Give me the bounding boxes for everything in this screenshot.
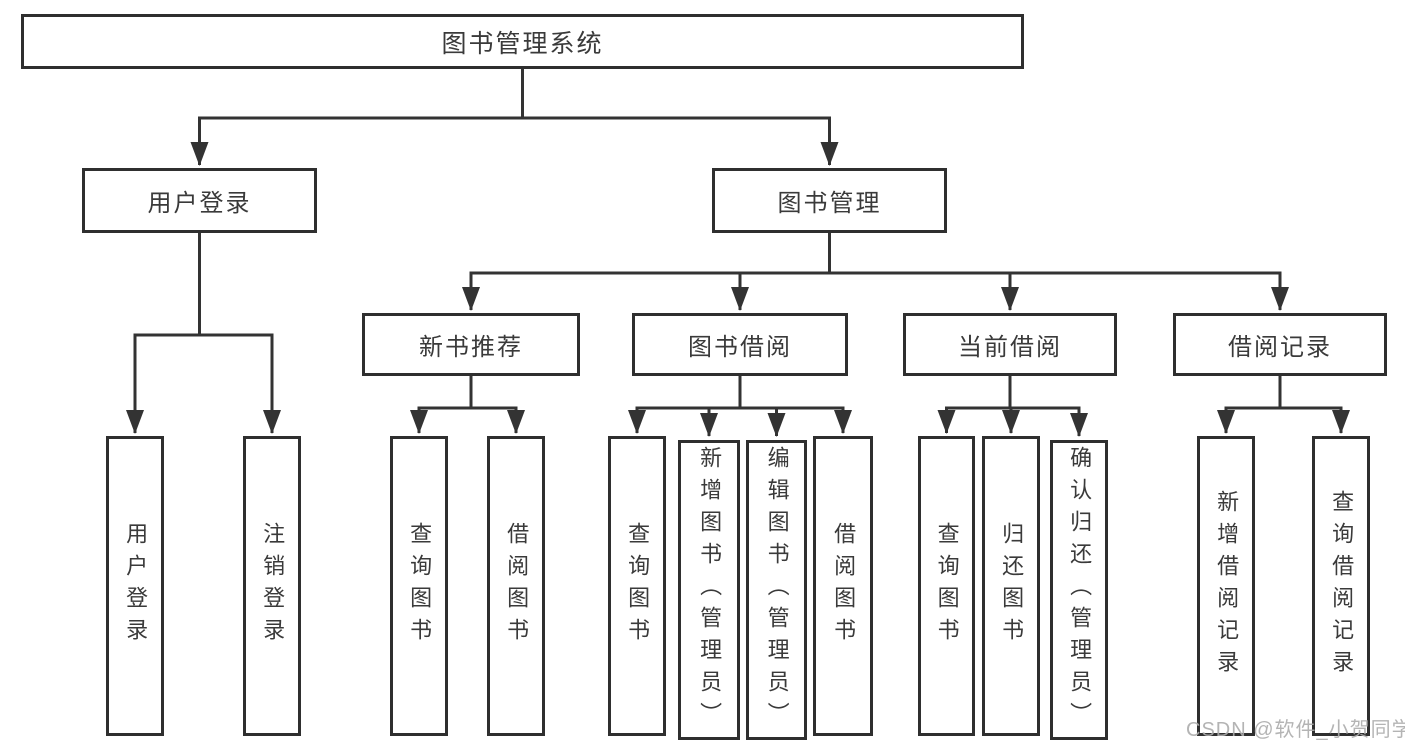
- csdn-watermark: CSDN @软件_小贺同学: [1186, 719, 1405, 741]
- node-user-login: 用户登录: [82, 168, 317, 233]
- node-leaf-label: 借阅图书: [504, 522, 530, 650]
- node-leaf-label: 查询图书: [625, 522, 651, 650]
- node-leaf-label: 用户登录: [123, 522, 149, 650]
- node-leaf-add-borrow-record: 新增借阅记录: [1197, 436, 1255, 736]
- node-leaf-return-book: 归还图书: [982, 436, 1040, 736]
- node-new-book-recommend: 新书推荐: [362, 313, 580, 376]
- node-leaf-label: 查询图书: [407, 522, 433, 650]
- node-leaf-borrow-books-2: 借阅图书: [813, 436, 873, 736]
- node-leaf-query-books-2: 查询图书: [608, 436, 666, 736]
- connector-arrows: [126, 118, 1350, 437]
- node-leaf-query-borrow-record: 查询借阅记录: [1312, 436, 1370, 736]
- node-book-borrow: 图书借阅: [632, 313, 848, 376]
- node-leaf-borrow-books-1: 借阅图书: [487, 436, 545, 736]
- node-leaf-logout: 注销登录: [243, 436, 301, 736]
- node-current-borrow: 当前借阅: [903, 313, 1117, 376]
- node-leaf-confirm-return-admin: 确认归还（管理员）: [1050, 440, 1108, 740]
- node-leaf-edit-book-admin: 编辑图书（管理员）: [746, 440, 807, 740]
- node-leaf-label: 注销登录: [260, 522, 286, 650]
- node-leaf-label: 编辑图书（管理员）: [764, 446, 790, 734]
- node-leaf-label: 新增图书（管理员）: [697, 446, 723, 734]
- node-leaf-query-books-3: 查询图书: [918, 436, 975, 736]
- node-leaf-label: 确认归还（管理员）: [1067, 446, 1093, 734]
- node-borrow-record: 借阅记录: [1173, 313, 1387, 376]
- node-leaf-label: 查询借阅记录: [1329, 490, 1355, 682]
- node-library-management-system: 图书管理系统: [21, 14, 1024, 69]
- node-leaf-add-book-admin: 新增图书（管理员）: [678, 440, 740, 740]
- node-leaf-label: 查询图书: [934, 522, 960, 650]
- node-leaf-label: 借阅图书: [831, 522, 857, 650]
- node-book-management: 图书管理: [712, 168, 947, 233]
- node-leaf-query-books-1: 查询图书: [390, 436, 448, 736]
- connector-skeleton: [133, 67, 1343, 410]
- node-leaf-label: 归还图书: [999, 522, 1025, 650]
- node-leaf-user-login: 用户登录: [106, 436, 164, 736]
- node-leaf-label: 新增借阅记录: [1214, 490, 1240, 682]
